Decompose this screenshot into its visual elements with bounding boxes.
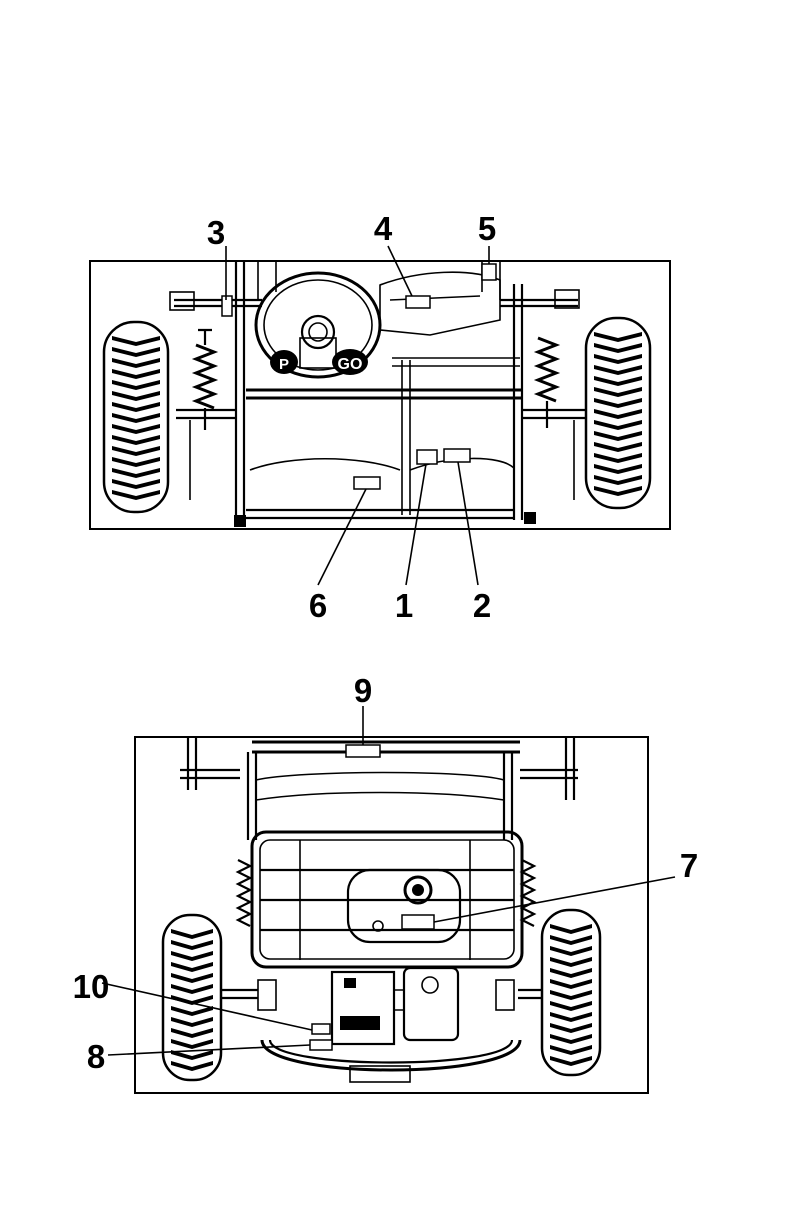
callout-4: 4	[374, 210, 393, 247]
callout-10: 10	[73, 968, 110, 1005]
svg-text:GO: GO	[338, 356, 363, 373]
front-right-tire	[586, 318, 650, 508]
p-button: P	[270, 350, 298, 374]
front-left-tire	[104, 322, 168, 512]
label-box-8	[310, 1040, 332, 1050]
label-box-3	[222, 296, 232, 316]
svg-text:P: P	[279, 356, 289, 373]
rear-left-tire	[163, 915, 221, 1080]
label-box-5	[482, 264, 496, 280]
callout-8: 8	[87, 1038, 105, 1075]
label-box-4	[406, 296, 430, 308]
label-box-10	[312, 1024, 330, 1034]
label-box-7	[402, 915, 434, 929]
callout-1: 1	[395, 587, 413, 624]
front-view-panel: P GO	[90, 246, 670, 585]
callout-3: 3	[207, 214, 225, 251]
callout-9: 9	[354, 672, 372, 709]
callout-6: 6	[309, 587, 327, 624]
rear-right-tire	[542, 910, 600, 1075]
callout-2: 2	[473, 587, 491, 624]
rear-view-panel	[102, 706, 675, 1093]
callout-7: 7	[680, 847, 698, 884]
callout-5: 5	[478, 210, 496, 247]
go-button: GO	[332, 349, 368, 375]
label-box-6	[354, 477, 380, 489]
label-box-9	[346, 745, 380, 757]
label-box-2	[444, 449, 470, 462]
label-box-1	[417, 450, 437, 464]
